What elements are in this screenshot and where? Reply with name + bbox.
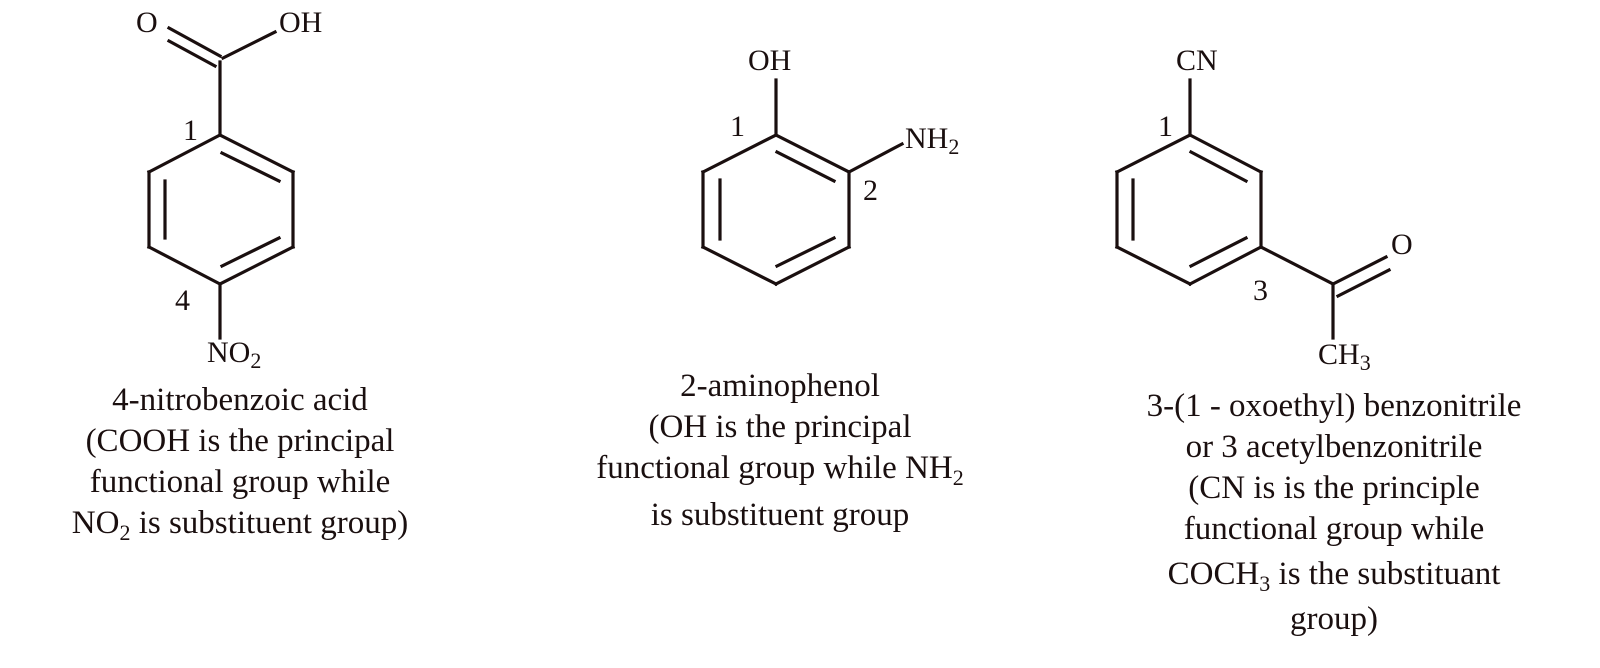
caption-line: (COOH is the principal bbox=[85, 423, 395, 459]
caption-line: (CN is is the principle bbox=[1188, 470, 1480, 506]
locant-1: 1 bbox=[1158, 110, 1173, 143]
carbonyl-oxygen-label: O bbox=[136, 6, 158, 39]
locant-1: 1 bbox=[183, 114, 198, 147]
compound-name: 3-(1 - oxoethyl) benzonitrile bbox=[1146, 388, 1522, 424]
caption-line: NO2 is substituent group) bbox=[0, 503, 480, 544]
caption-line: is substituent group bbox=[650, 497, 910, 533]
caption-line: functional group while bbox=[1183, 511, 1485, 547]
caption-text: functional group while NH bbox=[596, 450, 953, 486]
methyl-group-label: CH3 bbox=[1318, 338, 1371, 374]
carbonyl-oxygen-label: O bbox=[1391, 228, 1413, 261]
structure-2-aminophenol bbox=[700, 78, 905, 287]
amino-main: NH bbox=[905, 122, 949, 155]
locant-3: 3 bbox=[1253, 274, 1268, 307]
nitrile-label: CN bbox=[1176, 44, 1218, 77]
formula-subscript: 2 bbox=[119, 520, 131, 545]
formula-subscript: 3 bbox=[1259, 571, 1271, 596]
structure-nitrobenzoic-acid bbox=[146, 25, 296, 340]
structure-3-acetylbenzonitrile bbox=[1114, 78, 1392, 340]
caption-line: functional group while NH2 bbox=[525, 448, 1035, 489]
caption-text: is substituent group) bbox=[130, 505, 409, 541]
caption-2-aminophenol: 2-aminophenol (OH is the principal funct… bbox=[525, 366, 1035, 536]
amino-subscript: 2 bbox=[948, 134, 960, 159]
methyl-subscript: 3 bbox=[1359, 350, 1371, 375]
caption-nitrobenzoic-acid: 4-nitrobenzoic acid (COOH is the princip… bbox=[0, 380, 480, 544]
caption-line: (OH is the principal bbox=[648, 409, 912, 445]
nitro-main: NO bbox=[207, 336, 251, 369]
hydroxyl-label: OH bbox=[748, 44, 792, 77]
formula-main: NO bbox=[71, 505, 120, 541]
compound-name: 4-nitrobenzoic acid bbox=[112, 382, 368, 418]
nitro-subscript: 2 bbox=[250, 348, 262, 373]
locant-4: 4 bbox=[175, 284, 190, 317]
caption-line: or 3 acetylbenzonitrile bbox=[1185, 429, 1483, 465]
hydroxyl-label: OH bbox=[279, 6, 323, 39]
formula-main: COCH bbox=[1167, 556, 1260, 592]
methyl-main: CH bbox=[1318, 338, 1360, 371]
caption-line: COCH3 is the substituant bbox=[1068, 554, 1600, 595]
formula-subscript: 2 bbox=[952, 465, 964, 490]
caption-3-acetylbenzonitrile: 3-(1 - oxoethyl) benzonitrile or 3 acety… bbox=[1068, 386, 1600, 640]
amino-group-label: NH2 bbox=[905, 122, 959, 158]
caption-line: functional group while bbox=[89, 464, 391, 500]
caption-line: group) bbox=[1290, 601, 1378, 637]
compound-name: 2-aminophenol bbox=[680, 368, 880, 404]
nitro-group-label: NO2 bbox=[207, 336, 261, 372]
locant-2: 2 bbox=[863, 174, 878, 207]
locant-1: 1 bbox=[730, 110, 745, 143]
caption-text: is the substituant bbox=[1270, 556, 1501, 592]
